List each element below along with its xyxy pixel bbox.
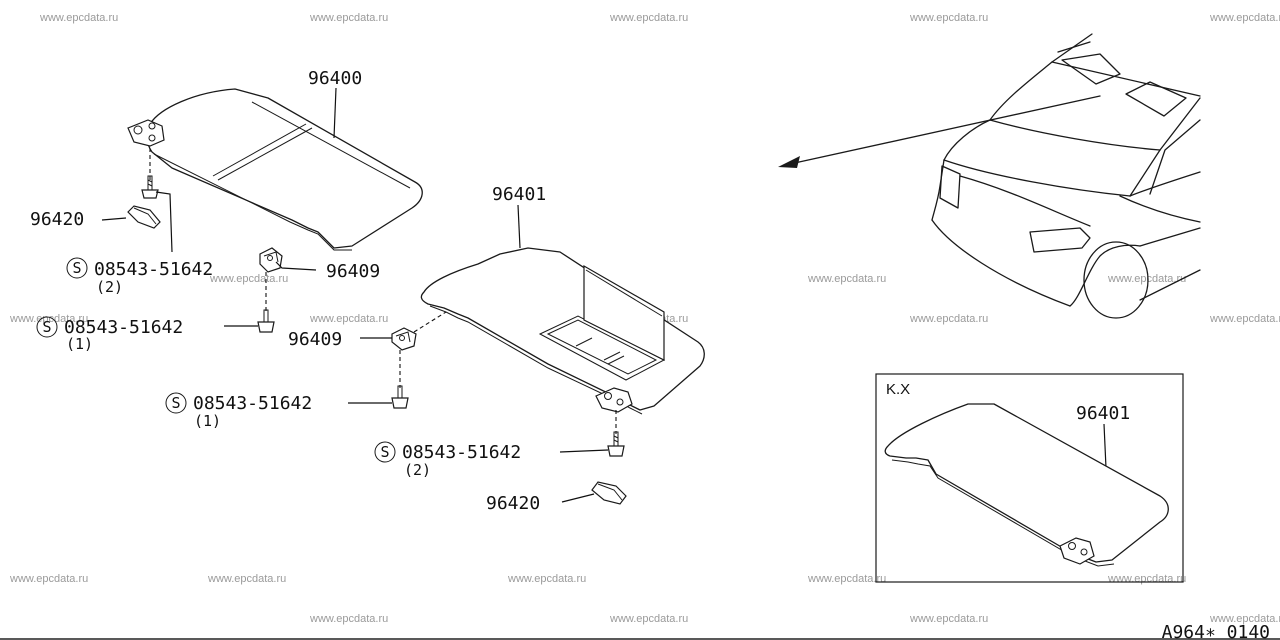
- watermark: www.epcdata.ru: [807, 573, 886, 585]
- watermark: www.epcdata.ru: [1107, 573, 1186, 585]
- sun-visor-left: [146, 88, 423, 251]
- watermark: www.epcdata.ru: [39, 12, 118, 24]
- hinge-bracket-left: [127, 119, 165, 147]
- part-number-96420: 96420: [30, 209, 84, 230]
- visor-holder-left: [127, 205, 161, 229]
- watermark: www.epcdata.ru: [309, 613, 388, 625]
- watermark: www.epcdata.ru: [909, 12, 988, 24]
- part-number-96401: 96401: [1076, 403, 1130, 424]
- part-number-96409: 96409: [288, 329, 342, 350]
- watermark: www.epcdata.ru: [609, 613, 688, 625]
- screw-symbol: S: [72, 259, 81, 277]
- sun-visor-right: [420, 247, 705, 415]
- hinge-bracket-right: [595, 387, 633, 413]
- screw-part-number: 08543-51642: [94, 259, 213, 280]
- screw-part-number: 08543-51642: [402, 442, 521, 463]
- watermark: www.epcdata.ru: [207, 573, 286, 585]
- screw-quantity: (1): [194, 412, 221, 430]
- visor-clip-upper: [259, 247, 283, 273]
- watermark: www.epcdata.ru: [1209, 313, 1280, 325]
- watermark: www.epcdata.ru: [309, 12, 388, 24]
- inset-title: K.X: [886, 381, 910, 398]
- screw-callout: S 08543-51642 (2): [374, 441, 521, 479]
- screw-part: [257, 309, 275, 333]
- watermark: www.epcdata.ru: [9, 313, 88, 325]
- watermark: www.epcdata.ru: [909, 313, 988, 325]
- part-number-96420: 96420: [486, 493, 540, 514]
- watermark: www.epcdata.ru: [807, 273, 886, 285]
- part-number-96409: 96409: [326, 261, 380, 282]
- watermark: www.epcdata.ru: [909, 613, 988, 625]
- screw-quantity: (2): [96, 278, 123, 296]
- screw-part: [391, 385, 409, 409]
- part-number-96401: 96401: [492, 184, 546, 205]
- leader-lines: [101, 87, 609, 503]
- inset-hinge-bracket: [1059, 537, 1095, 565]
- watermark: www.epcdata.ru: [309, 313, 388, 325]
- part-number-96400: 96400: [308, 68, 362, 89]
- watermark: www.epcdata.ru: [1107, 273, 1186, 285]
- visor-clip-lower: [391, 327, 417, 351]
- location-arrow: [778, 95, 1101, 168]
- screw-callout: S 08543-51642 (1): [36, 316, 183, 353]
- screw-part-number: 08543-51642: [64, 317, 183, 338]
- screw-symbol: S: [42, 318, 51, 336]
- screw-callout: S 08543-51642 (1): [165, 392, 312, 430]
- screw-symbol: S: [171, 394, 180, 412]
- screw-callout: S 08543-51642 (2): [66, 257, 213, 296]
- vehicle-location-view: [931, 33, 1201, 319]
- screw-part: [607, 431, 625, 457]
- visor-holder-right: [591, 481, 627, 505]
- screw-part: [141, 175, 159, 199]
- watermark: www.epcdata.ru: [209, 273, 288, 285]
- screw-part-number: 08543-51642: [193, 393, 312, 414]
- watermark: www.epcdata.ru: [1209, 613, 1280, 625]
- watermark: www.epcdata.ru: [609, 12, 688, 24]
- inset-kx: K.X 96401: [875, 373, 1184, 583]
- screw-quantity: (2): [404, 461, 431, 479]
- watermark: www.epcdata.ru: [9, 573, 88, 585]
- watermark: www.epcdata.ru: [1209, 12, 1280, 24]
- screw-quantity: (1): [66, 335, 93, 353]
- drawing-code: A964∗ 0140: [1162, 622, 1270, 640]
- screw-symbol: S: [380, 443, 389, 461]
- watermark: www.epcdata.ru: [507, 573, 586, 585]
